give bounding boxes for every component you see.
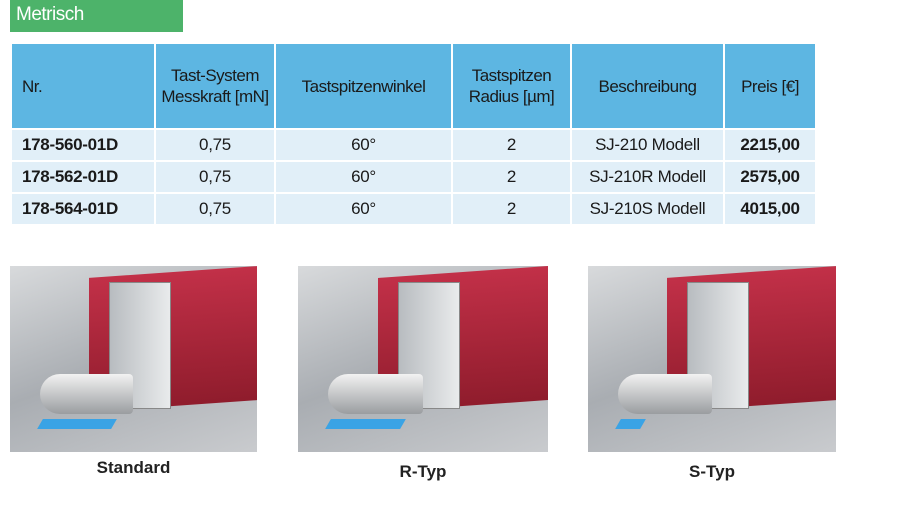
caption-s-typ: S-Typ — [689, 462, 735, 481]
cell-winkel: 60° — [276, 162, 451, 192]
table-header-row: Nr. Tast-System Messkraft [mN] Tastspitz… — [12, 44, 815, 128]
cell-beschreibung: SJ-210R Modell — [572, 162, 723, 192]
caption-standard: Standard — [96, 458, 171, 477]
product-table: Nr. Tast-System Messkraft [mN] Tastspitz… — [10, 42, 817, 226]
cell-radius: 2 — [453, 130, 570, 160]
cell-messkraft: 0,75 — [156, 130, 274, 160]
header-preis: Preis [€] — [725, 44, 815, 128]
cell-beschreibung: SJ-210 Modell — [572, 130, 723, 160]
cell-preis: 4015,00 — [725, 194, 815, 224]
standard-image — [10, 266, 257, 452]
cell-messkraft: 0,75 — [156, 194, 274, 224]
section-label: Metrisch — [10, 0, 183, 32]
cell-radius: 2 — [453, 162, 570, 192]
cell-nr: 178-562-01D — [12, 162, 154, 192]
cell-winkel: 60° — [276, 194, 451, 224]
s-typ-image — [588, 266, 836, 452]
header-nr: Nr. — [12, 44, 154, 128]
cell-nr: 178-560-01D — [12, 130, 154, 160]
cell-radius: 2 — [453, 194, 570, 224]
header-winkel: Tastspitzenwinkel — [276, 44, 451, 128]
cell-preis: 2215,00 — [725, 130, 815, 160]
header-messkraft: Tast-System Messkraft [mN] — [156, 44, 274, 128]
header-beschreibung: Beschreibung — [572, 44, 723, 128]
cell-beschreibung: SJ-210S Modell — [572, 194, 723, 224]
caption-r-typ: R-Typ — [399, 462, 447, 481]
header-radius: Tastspitzen Radius [µm] — [453, 44, 570, 128]
r-typ-image — [298, 266, 548, 452]
cell-messkraft: 0,75 — [156, 162, 274, 192]
cell-winkel: 60° — [276, 130, 451, 160]
cell-nr: 178-564-01D — [12, 194, 154, 224]
cell-preis: 2575,00 — [725, 162, 815, 192]
